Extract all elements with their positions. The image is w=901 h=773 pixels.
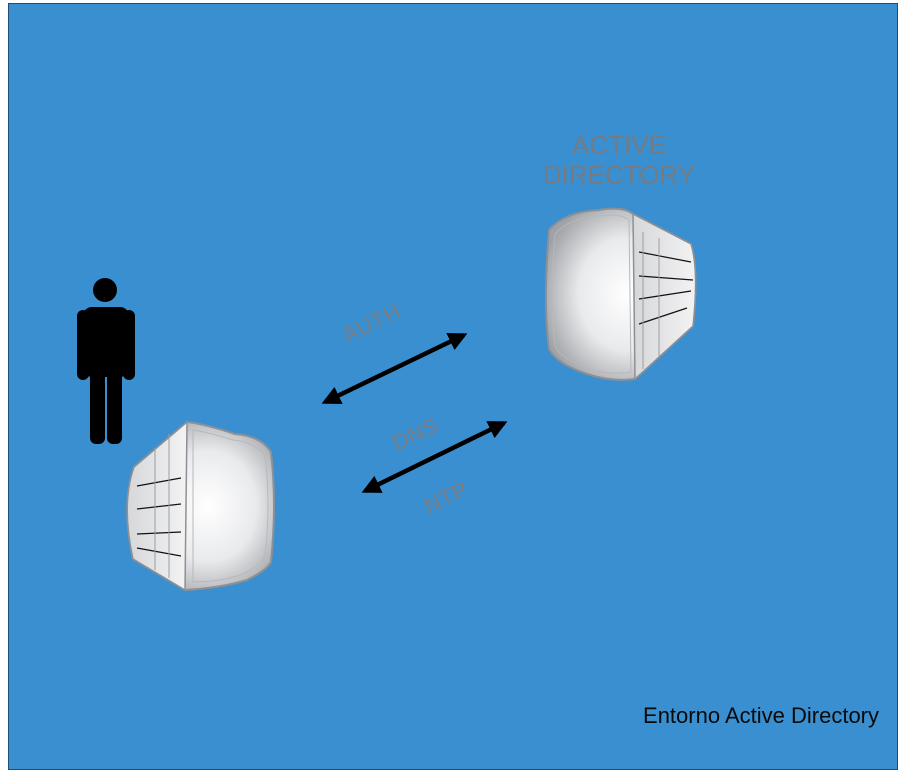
diagram-canvas: ACTIVE DIRECTORY AUTH DNS NTP Entorno Ac… [8, 3, 898, 770]
server-computer-icon [545, 207, 697, 381]
diagram-graphics [77, 207, 697, 592]
person-icon [77, 278, 135, 444]
server-title-line2: DIRECTORY [542, 160, 696, 190]
server-title: ACTIVE DIRECTORY [519, 130, 719, 190]
dns-ntp-arrow [361, 420, 508, 494]
server-title-line1: ACTIVE [572, 130, 666, 160]
diagram-caption: Entorno Active Directory [643, 703, 879, 728]
auth-arrow [321, 332, 468, 405]
client-computer-icon [126, 420, 275, 592]
